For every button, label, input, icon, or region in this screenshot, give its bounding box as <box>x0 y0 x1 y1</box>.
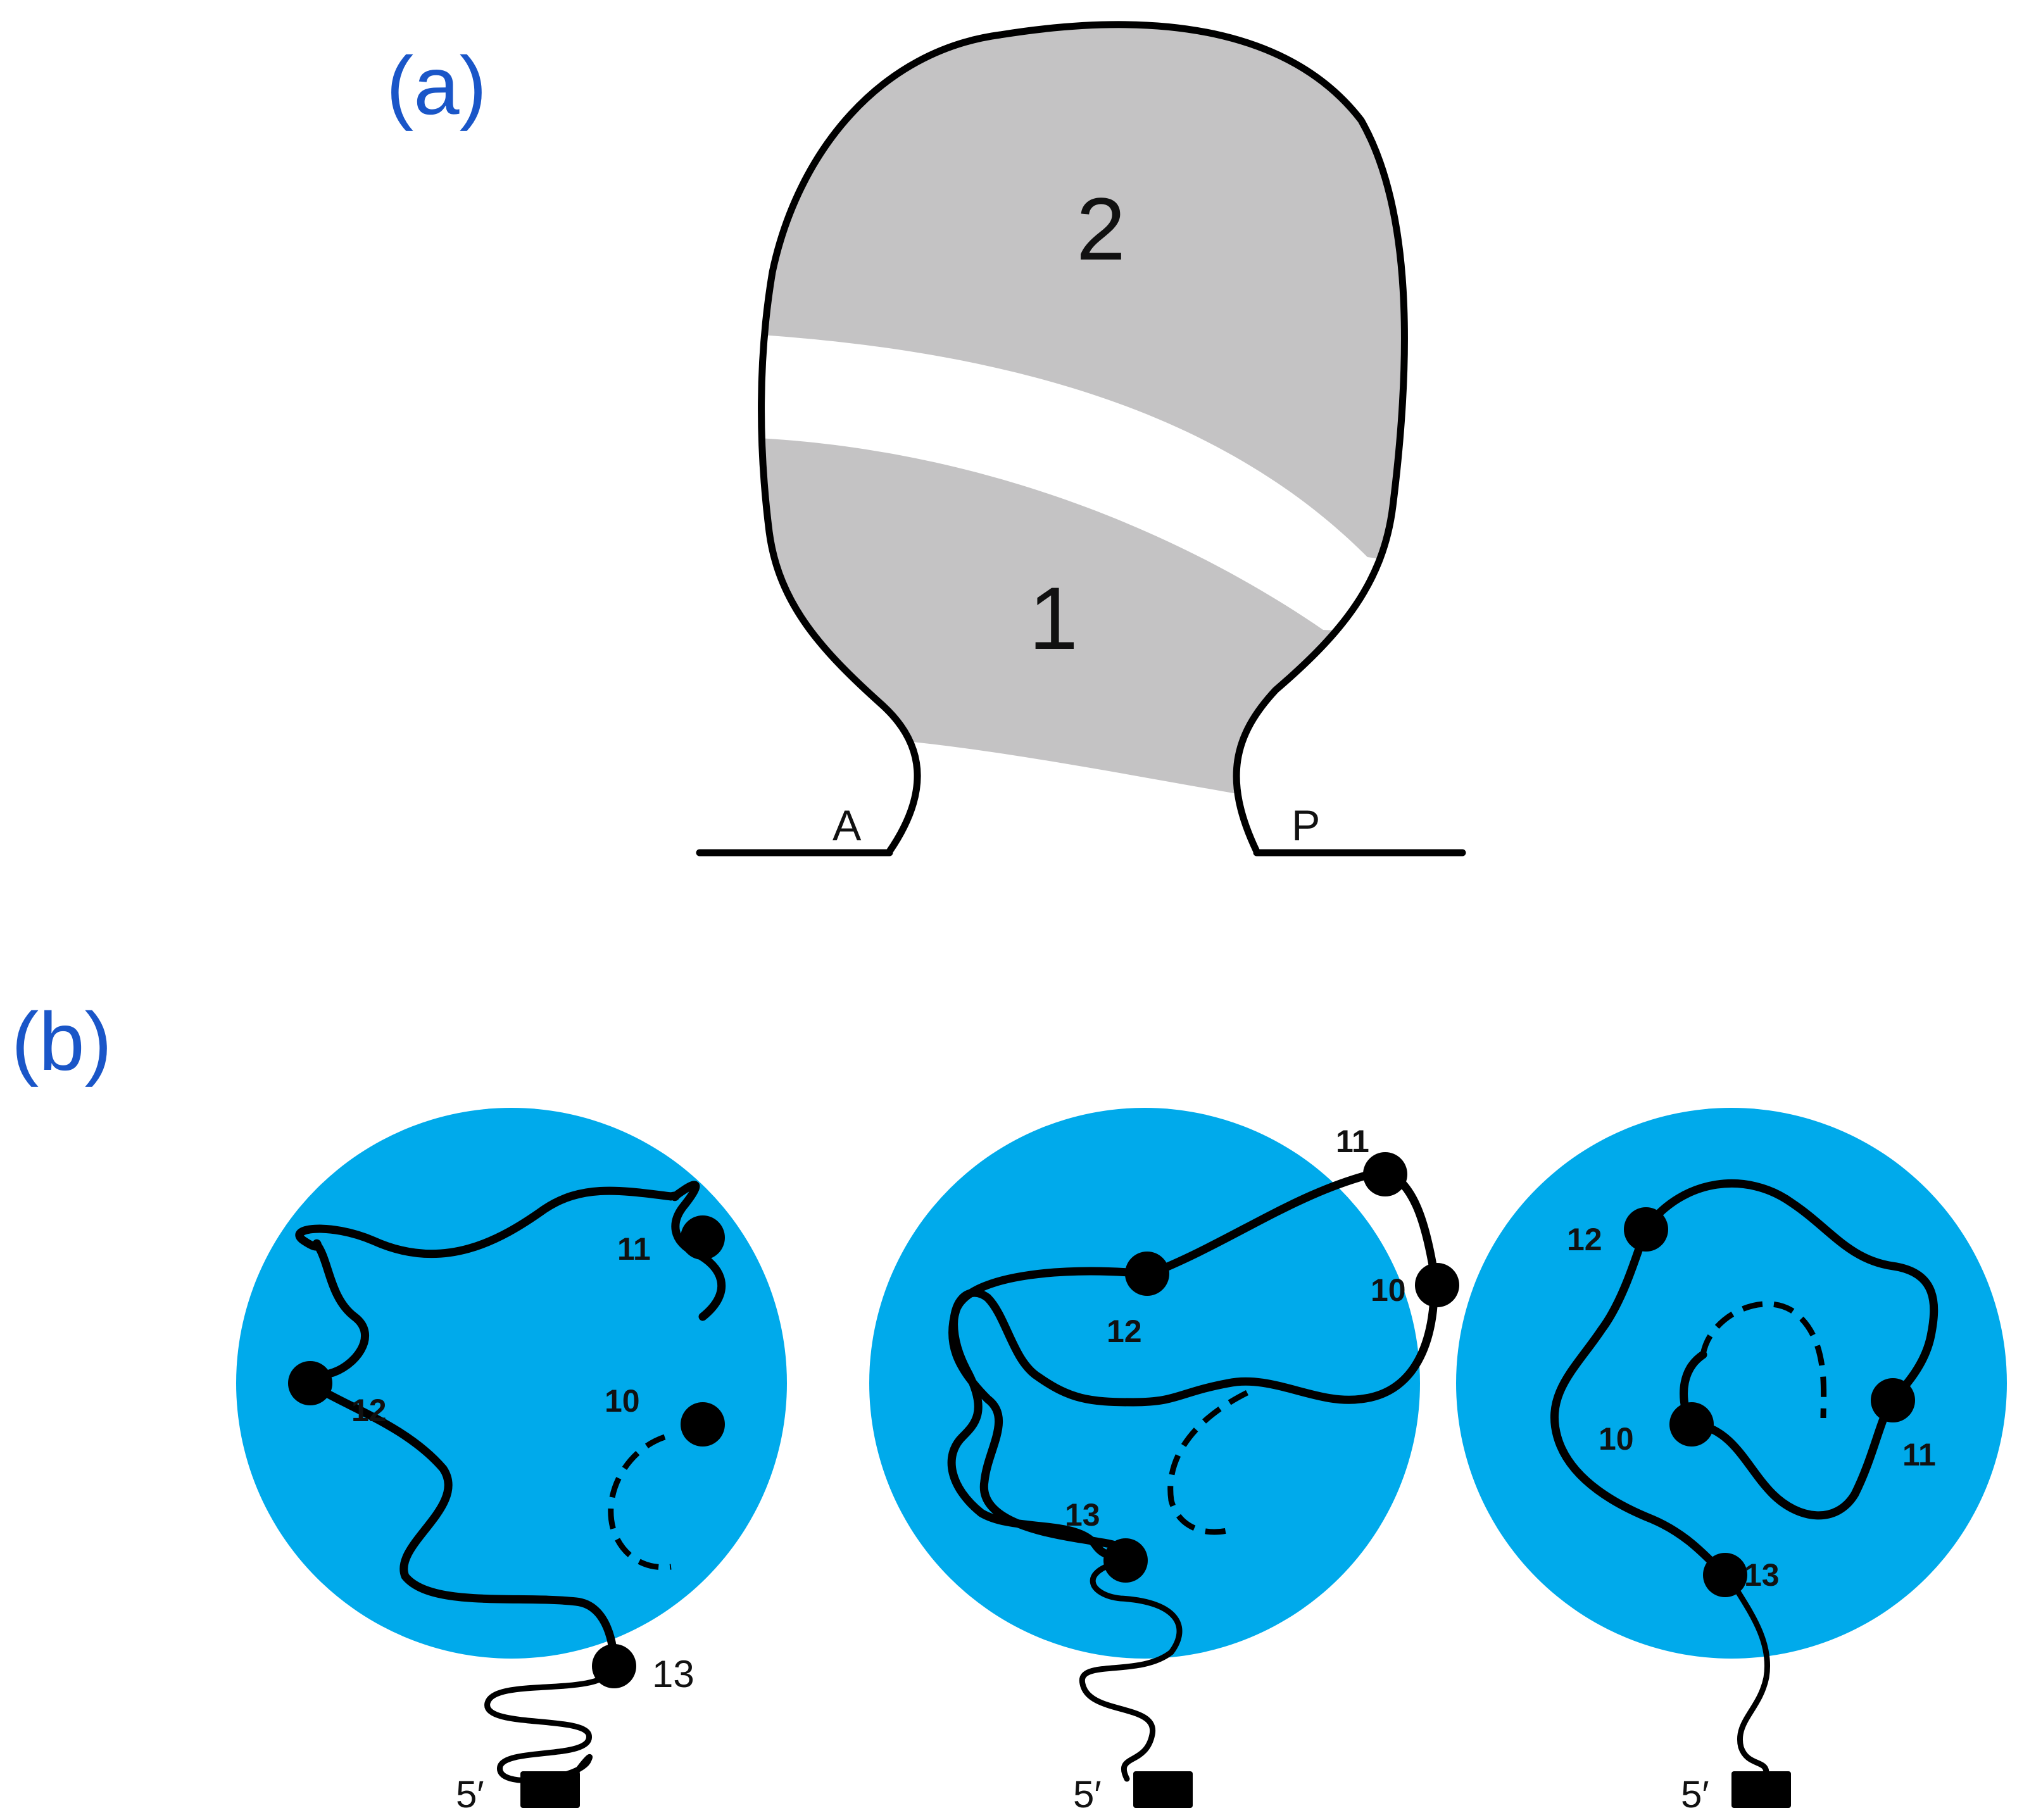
region-2-label: 2 <box>1076 179 1126 279</box>
panel-a: (a) 2 1 A P <box>386 21 1466 857</box>
domain-1-dashed <box>608 1434 672 1571</box>
domain-3-label-10: 10 <box>1599 1421 1634 1457</box>
domain-2: 11 10 12 13 5′ <box>869 1108 1459 1816</box>
domain-1-circle <box>236 1108 787 1659</box>
edge-label-a: A <box>833 801 862 850</box>
domain-2-node-10 <box>1415 1263 1459 1307</box>
domain-2-circle <box>869 1108 1420 1659</box>
domain-3-node-13 <box>1703 1553 1747 1597</box>
domain-2-node-13 <box>1103 1538 1148 1583</box>
domain-2-label-13: 13 <box>1065 1497 1100 1533</box>
domain-1-label-12: 12 <box>351 1393 387 1428</box>
domain-1-end-label: 5′ <box>456 1773 484 1816</box>
domain-3-label-11: 11 <box>1902 1437 1936 1472</box>
domain-3-node-12 <box>1624 1207 1668 1252</box>
domain-1-label-10: 10 <box>605 1383 640 1419</box>
edge-label-p: P <box>1291 801 1320 850</box>
domain-1: 11 12 10 13 5′ <box>236 1108 787 1816</box>
domain-3-label-12: 12 <box>1567 1222 1602 1257</box>
domain-3-node-10 <box>1669 1402 1714 1447</box>
domain-2-label-11: 11 <box>1336 1124 1369 1159</box>
domain-2-node-12 <box>1125 1252 1169 1296</box>
domain-2-left-loop <box>948 1267 1153 1565</box>
domain-3-label-13: 13 <box>1744 1557 1780 1593</box>
domain-2-top <box>1145 1167 1388 1279</box>
domain-3: 12 11 10 13 5′ <box>1456 1108 2007 1816</box>
domain-3-node-11 <box>1871 1378 1915 1422</box>
panel-b-label: (b) <box>11 995 112 1088</box>
domain-3-tail <box>1725 1573 1770 1776</box>
domain-1-label-11: 11 <box>617 1231 651 1267</box>
region-1 <box>761 437 1393 798</box>
domain-1-anchor <box>520 1771 580 1808</box>
domain-3-dashed <box>1700 1301 1827 1419</box>
domain-1-label-13: 13 <box>652 1653 694 1695</box>
domain-2-dashed <box>1167 1390 1249 1535</box>
domain-2-label-10: 10 <box>1371 1272 1406 1308</box>
domain-1-node-11 <box>681 1215 725 1260</box>
panel-b: (b) 11 12 10 13 5′ <box>11 995 2007 1816</box>
domain-3-anchor <box>1731 1771 1791 1808</box>
region-2 <box>761 24 1405 570</box>
domain-2-node-11 <box>1363 1152 1407 1196</box>
domain-3-left <box>1550 1224 1733 1581</box>
region-1-label: 1 <box>1029 568 1078 668</box>
domain-1-node-13 <box>592 1644 636 1688</box>
domain-2-label-12: 12 <box>1107 1314 1142 1349</box>
domain-1-node-10 <box>681 1402 725 1447</box>
domain-2-chain <box>947 1167 1439 1565</box>
domain-3-end-label: 5′ <box>1681 1773 1709 1816</box>
domain-1-chain <box>295 1181 726 1669</box>
domain-2-anchor <box>1133 1771 1193 1808</box>
domain-2-spring <box>1079 1557 1183 1782</box>
domain-3-circle <box>1456 1108 2007 1659</box>
domain-2-end-label: 5′ <box>1073 1773 1102 1816</box>
flask-outline <box>758 21 1408 854</box>
panel-a-label: (a) <box>386 39 487 132</box>
domain-1-spring <box>484 1668 614 1795</box>
domain-1-node-12 <box>288 1361 332 1405</box>
